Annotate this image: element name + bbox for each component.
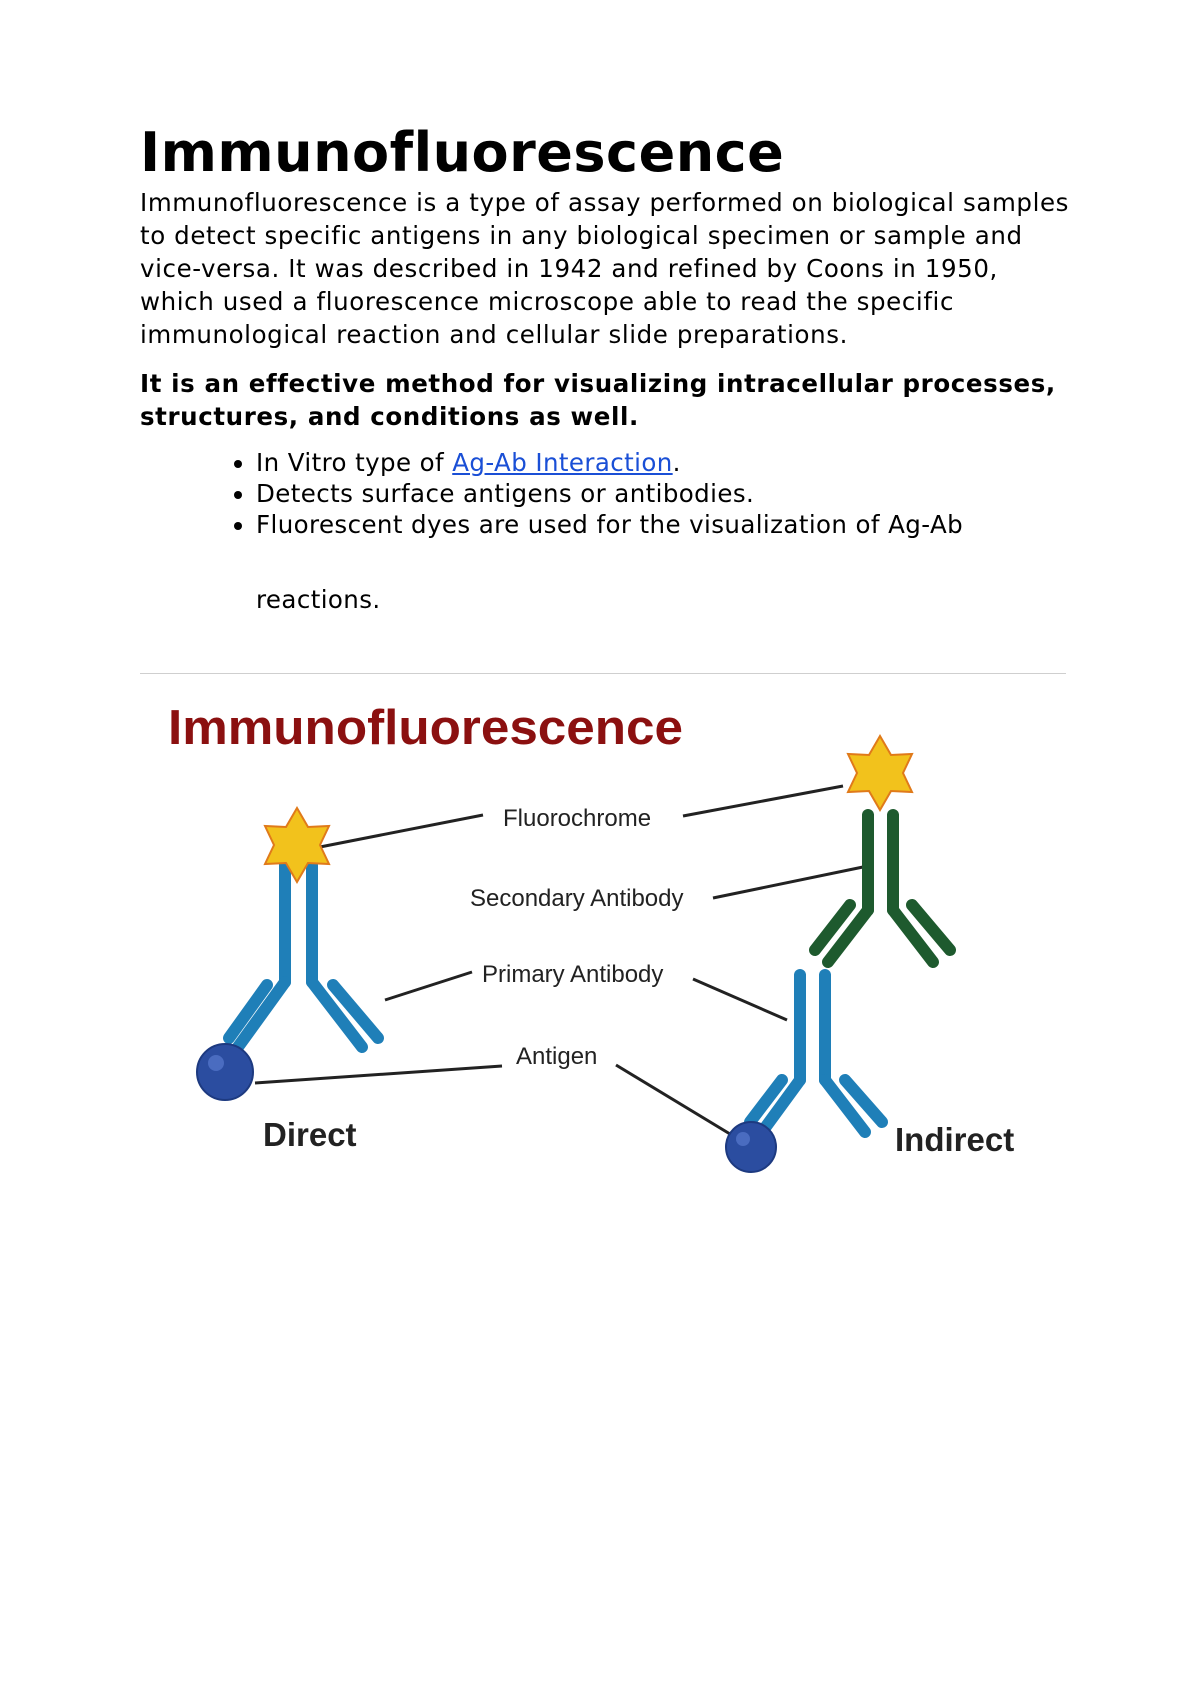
list-item: In Vitro type of Ag-Ab Interaction. — [256, 447, 1070, 478]
label-antigen: Antigen — [516, 1043, 597, 1070]
direct-label: Direct — [263, 1116, 357, 1153]
indirect-secondary-antibody — [809, 809, 956, 968]
document-body: Immunofluorescence Immunofluorescence is… — [140, 122, 1070, 615]
indirect-primary-antibody — [744, 969, 888, 1138]
diagram-svg: Immunofluorescence Fluorochrome Secondar… — [168, 701, 1014, 1173]
page-title: Immunofluorescence — [140, 121, 785, 184]
bullet-continuation: reactions. — [256, 585, 381, 614]
divider — [140, 673, 1066, 674]
bold-statement: It is an effective method for visualizin… — [140, 369, 1056, 431]
label-fluorochrome: Fluorochrome — [503, 805, 651, 832]
indirect-label: Indirect — [895, 1121, 1014, 1158]
bullet-suffix: . — [672, 448, 681, 477]
direct-primary-antibody — [223, 859, 384, 1053]
leader-lines — [254, 784, 864, 1136]
figure-title: Immunofluorescence — [168, 701, 683, 755]
direct-antigen — [196, 1043, 254, 1101]
bullet-list: In Vitro type of Ag-Ab Interaction. Dete… — [140, 447, 1070, 540]
label-secondary-antibody: Secondary Antibody — [470, 885, 683, 912]
bullet-prefix: In Vitro type of — [256, 448, 453, 477]
ag-ab-interaction-link[interactable]: Ag-Ab Interaction — [452, 448, 673, 477]
indirect-fluorochrome-star — [846, 734, 914, 812]
list-item: Fluorescent dyes are used for the visual… — [256, 509, 1070, 540]
intro-paragraph: Immunofluorescence is a type of assay pe… — [140, 188, 1070, 349]
immunofluorescence-figure: Immunofluorescence Fluorochrome Secondar… — [140, 680, 1070, 1180]
list-item: Detects surface antigens or antibodies. — [256, 478, 1070, 509]
indirect-antigen — [725, 1121, 777, 1173]
direct-fluorochrome-star — [263, 806, 331, 884]
label-primary-antibody: Primary Antibody — [482, 961, 663, 988]
